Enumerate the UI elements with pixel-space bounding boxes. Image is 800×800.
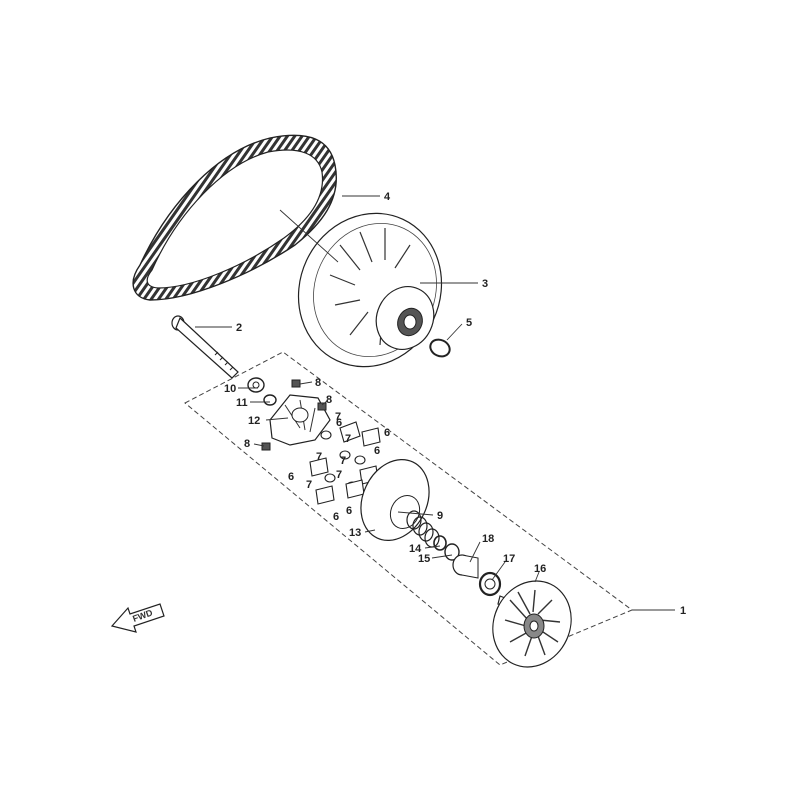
callout-8-mid: 8 — [326, 394, 332, 406]
fwd-arrow-icon: FWD — [110, 603, 165, 633]
callout-11: 11 — [236, 397, 248, 409]
driven-clutch — [297, 212, 443, 368]
clutch-bolt — [171, 315, 239, 379]
o-ring — [429, 338, 451, 358]
callout-9: 9 — [437, 510, 443, 522]
callout-5: 5 — [466, 317, 472, 329]
callout-6-e: 6 — [346, 505, 352, 517]
callout-8-top: 8 — [315, 377, 321, 389]
callout-3: 3 — [482, 278, 488, 290]
callout-18: 18 — [482, 533, 494, 545]
callout-16: 16 — [534, 563, 546, 575]
callout-6-a: 6 — [336, 417, 342, 429]
callout-6-c: 6 — [374, 445, 380, 457]
callout-15: 15 — [418, 553, 430, 565]
moveable-sheave — [360, 459, 430, 541]
bearing-18 — [452, 554, 479, 579]
nut-8-left — [261, 442, 271, 451]
callout-7-f: 7 — [336, 469, 342, 481]
callout-7-c: 7 — [316, 451, 322, 463]
ring-14 — [433, 535, 447, 551]
nut-8-top — [291, 379, 301, 388]
callout-6-f: 6 — [333, 511, 339, 523]
callout-17: 17 — [503, 553, 515, 565]
leader-lines — [195, 195, 675, 611]
callout-1: 1 — [680, 605, 686, 617]
spider-cover — [269, 394, 331, 446]
fixed-sheave — [492, 580, 572, 668]
callout-10: 10 — [224, 383, 236, 395]
callout-4: 4 — [384, 191, 391, 203]
callout-7-d: 7 — [340, 455, 346, 467]
callout-14: 14 — [409, 543, 422, 555]
callout-2: 2 — [236, 322, 242, 334]
callout-13: 13 — [349, 527, 361, 539]
ring-15 — [444, 543, 460, 561]
callout-6-d: 6 — [288, 471, 294, 483]
ring-11 — [263, 394, 277, 406]
callout-7-b: 7 — [345, 433, 351, 445]
callout-7-e: 7 — [306, 479, 312, 491]
callout-8-left: 8 — [244, 438, 250, 450]
nut-8-mid — [317, 402, 327, 411]
callout-7-a: 7 — [335, 411, 341, 423]
drive-belt — [132, 134, 337, 301]
callout-6-b: 6 — [384, 427, 390, 439]
callout-12: 12 — [248, 415, 260, 427]
callout-labels: 1 2 3 4 5 10 11 12 8 8 8 7 7 7 7 7 7 6 6… — [224, 191, 686, 617]
